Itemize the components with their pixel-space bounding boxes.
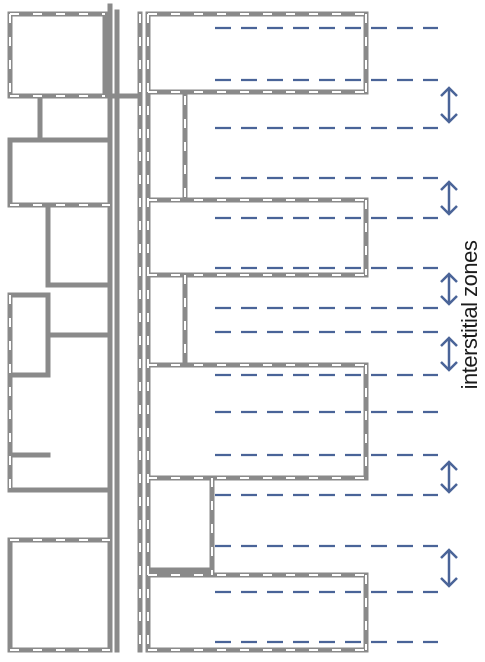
arrow-head-down [440,295,458,306]
arrow-head-up [440,336,458,347]
arrow-head-up [440,272,458,283]
arrow-head-up [440,548,458,559]
arrow-head-down [440,361,458,372]
double-arrow-icon [440,460,458,494]
interstitial-zones-label: interstitial zones [457,240,482,390]
double-arrow-icon [440,548,458,588]
building-walls [7,3,369,653]
zone-arrows [440,86,458,588]
arrow-head-down [440,483,458,494]
window-openings [9,13,367,651]
double-arrow-icon [440,86,458,124]
arrow-head-up [440,460,458,471]
arrow-head-up [440,86,458,97]
arrow-head-up [440,180,458,191]
double-arrow-icon [440,336,458,372]
double-arrow-icon [440,272,458,306]
arrow-head-down [440,577,458,588]
double-arrow-icon [440,180,458,216]
arrow-head-down [440,205,458,216]
zone-dashed-lines [215,26,438,644]
arrow-head-down [440,113,458,124]
